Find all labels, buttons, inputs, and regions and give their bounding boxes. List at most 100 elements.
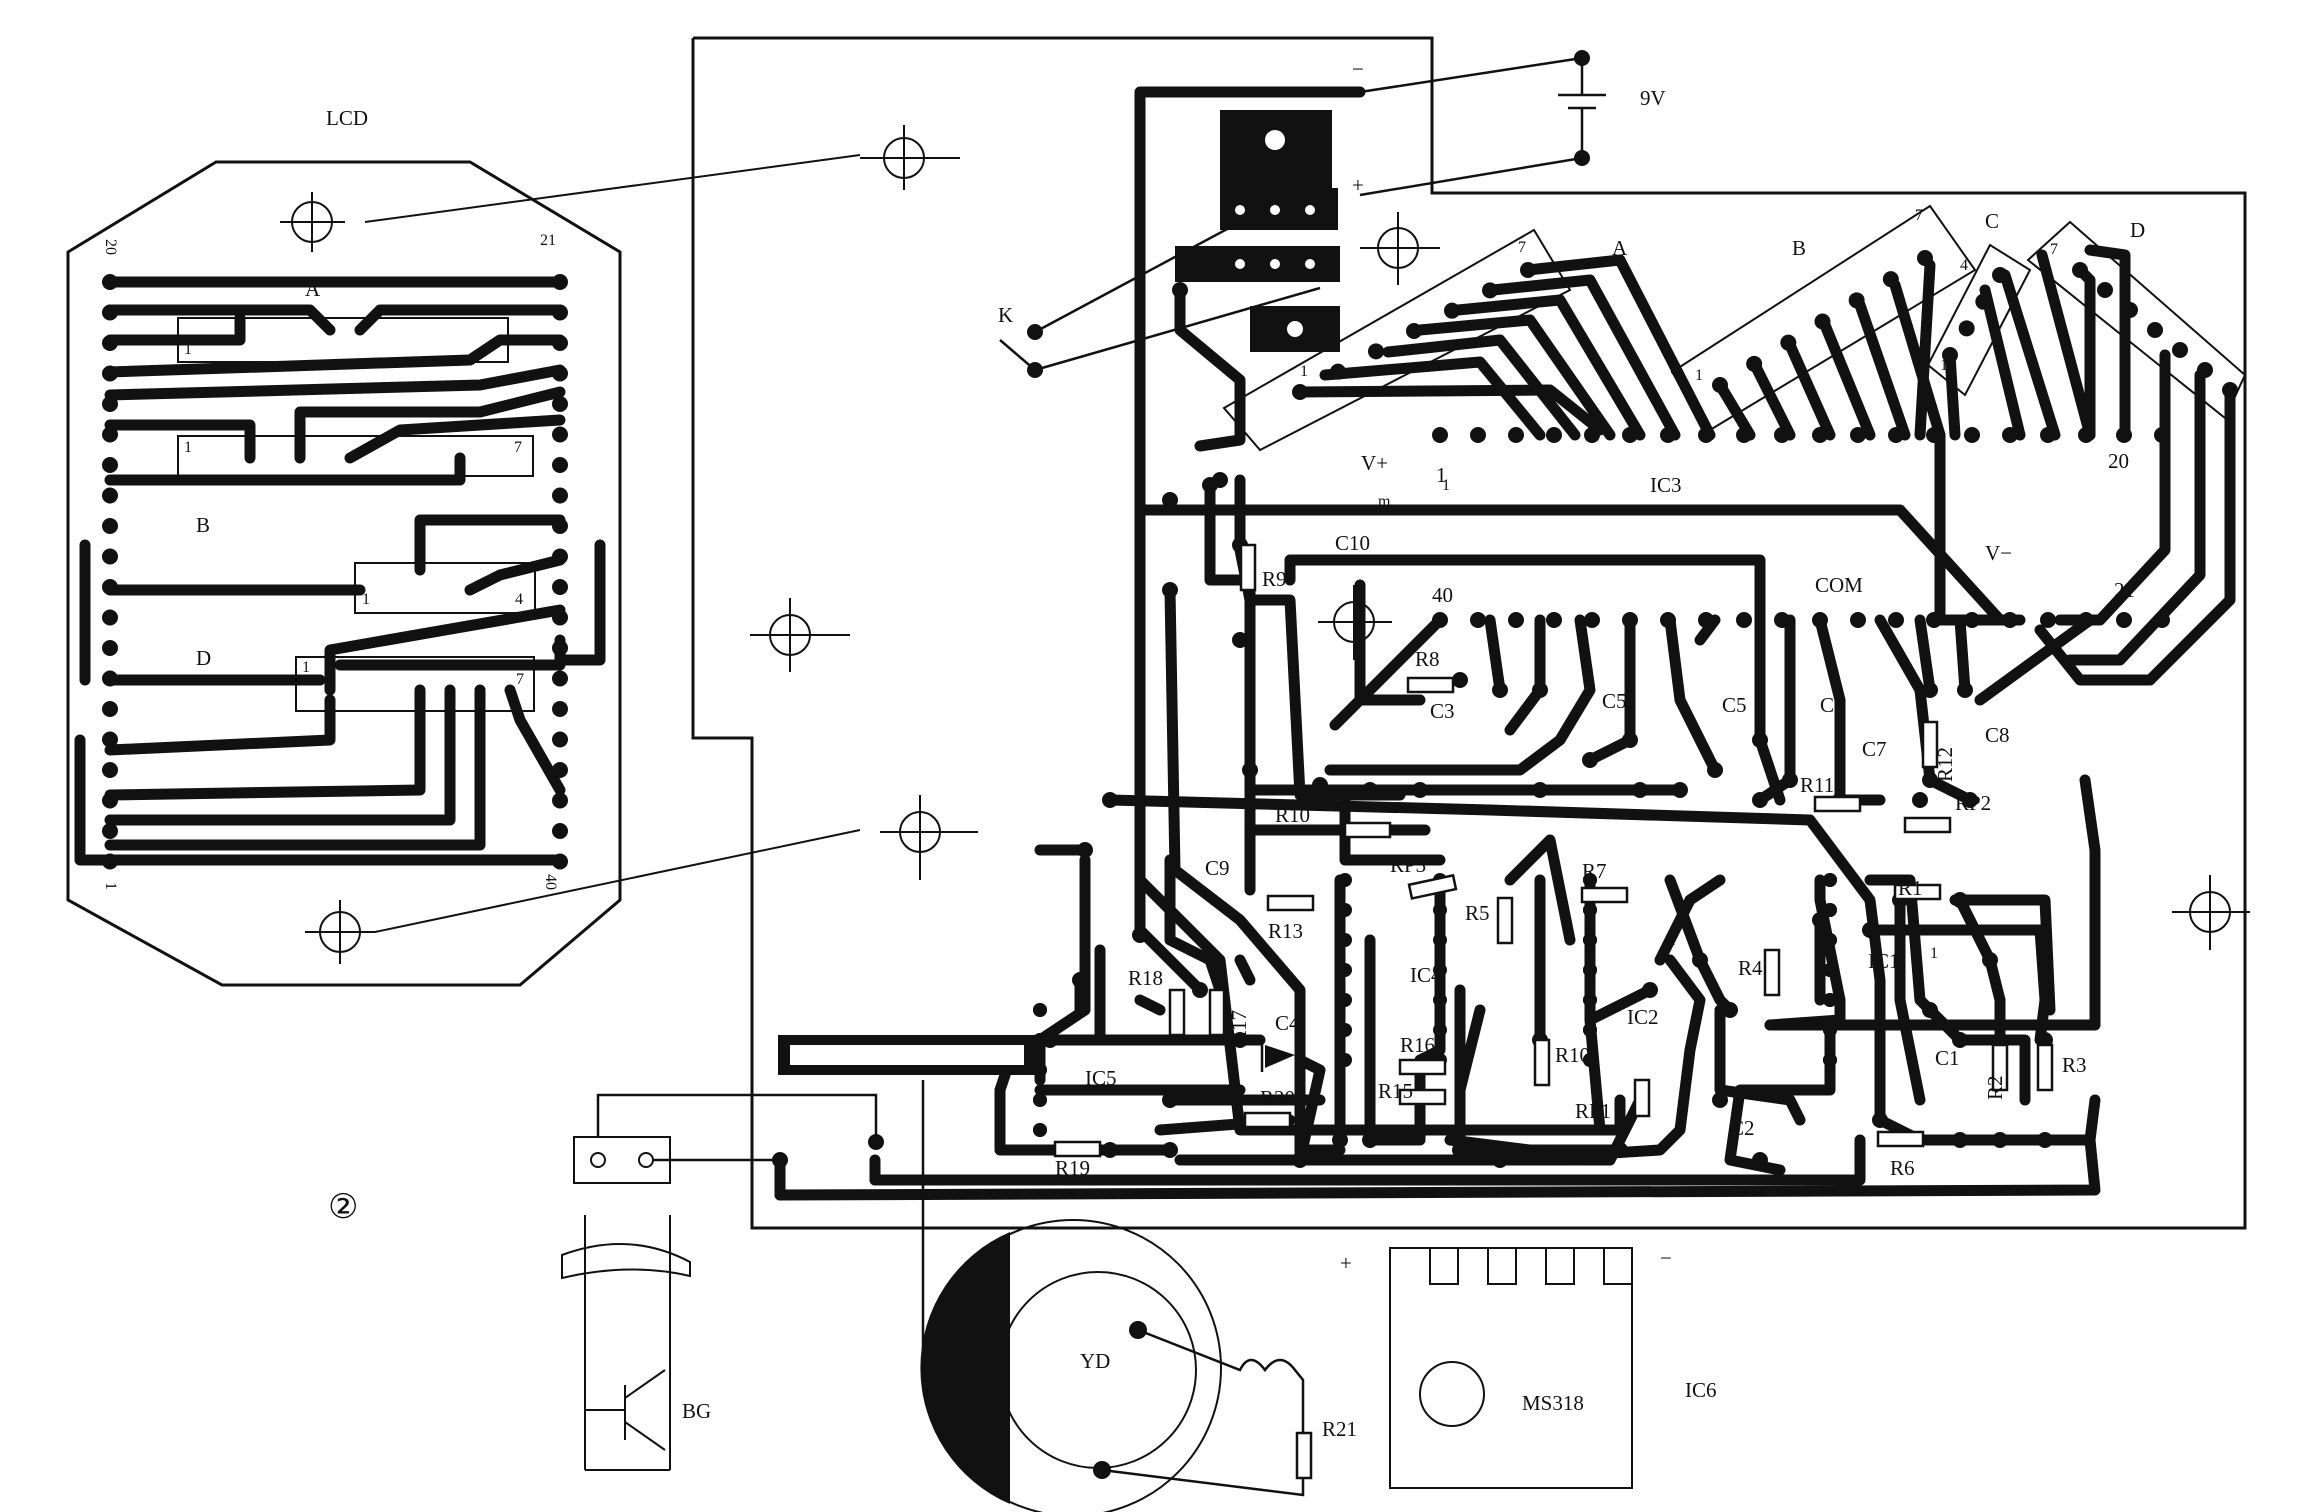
connector-pad [1814,313,1831,330]
r18-body [1168,988,1186,1037]
ic4-pad [1433,933,1447,947]
ic4-pad [1433,1023,1447,1037]
battery-9v: 9V − + [1352,50,1666,197]
component-pad [1332,1132,1348,1148]
component-pad [1192,982,1208,998]
component-pad [1912,792,1928,808]
connector-pad [1975,293,1992,310]
connector-pad [2122,302,2138,318]
conn-a-pin7: 7 [1518,239,1526,256]
label-c2: C2 [1730,1116,1755,1140]
net-vminus: V− [1985,541,2012,565]
lcd-traces [74,276,606,866]
component-pad [1862,922,1878,938]
lcd-pad-left [102,823,118,839]
r15-body [1398,1088,1447,1106]
ic3-pad-bottom [1888,612,1904,628]
connector-b: B [1792,236,1806,260]
component-pad [1292,1152,1308,1168]
figure-number: ② [328,1189,358,1226]
r11-body [1813,795,1862,813]
connector-d-outline [2026,220,2247,420]
label-c5a: C5 [1602,689,1627,713]
component-pad [1752,732,1768,748]
component-pad [1642,982,1658,998]
lcd-pad-left [102,670,118,687]
lcd-pin-20: 20 [102,239,119,255]
component-pad [1162,582,1178,598]
lcd-pad-right [552,670,568,687]
lcd-pad-right [552,426,568,443]
connector-pad [1292,384,1308,400]
main-traces [774,86,2236,1201]
label-r20: R20 [1260,1086,1295,1110]
ic3-pad-bottom [2116,612,2132,628]
main-board-outline [691,36,2247,1230]
ms318-minus: − [1660,1246,1672,1270]
lcd-pad-right [552,518,568,534]
battery-minus: − [1352,57,1364,81]
lcd-board-outline [66,160,622,987]
ic1-pad [1823,903,1837,917]
r1-body [1893,883,1942,901]
component-pad [1722,1002,1738,1018]
label-ic1: IC1 [1868,949,1900,973]
lcd-pad-left [102,609,118,626]
ic1-pin1: 1 [1930,945,1938,962]
component-pad [1632,782,1648,798]
connector-pad [1848,292,1865,309]
r12-body [1921,720,1939,769]
connector-pad [1942,347,1958,363]
component-pad [1922,682,1938,698]
connector-pad [2097,282,2113,298]
label-r3: R3 [2062,1053,2087,1077]
ic3-pad-top [2116,427,2132,443]
r19-body [1053,1140,1102,1158]
lcd-pad-left [102,365,118,382]
lcd-pin-21: 21 [540,232,556,249]
antenna-bar-inner [790,1045,1024,1065]
off-board: BG ② YD R21 MS318 IC6 + − [328,1080,1717,1512]
lcd-seg-d-pin7: 7 [516,671,524,688]
lcd-pad-left [102,731,118,748]
ic3-pad-bottom [1432,612,1448,628]
lcd-pin-1: 1 [102,882,119,890]
component-pad [1232,1032,1248,1048]
component-pad [1982,952,1998,968]
connector-pad [1882,271,1899,288]
label-ic5: IC5 [1085,1066,1117,1090]
net-com: COM [1815,573,1863,597]
lcd-pad-right [552,701,568,717]
r5-body [1496,896,1514,945]
lcd-seg-b-pin7: 7 [514,439,522,456]
r3-body [2036,1043,2054,1092]
ic3-label: IC3 [1650,473,1682,497]
ms318-label: MS318 [1522,1391,1584,1415]
lcd-digit-b: B [196,513,210,537]
r9-body [1239,543,1257,592]
mount-hole-lcd-bottom [305,900,375,964]
component-pad [1922,772,1938,788]
component-pad [1957,682,1973,698]
label-r2: R2 [1983,1075,2007,1100]
conn-d-pin7: 7 [2050,241,2058,258]
lcd-pad-right [552,853,568,870]
connector-d: D [2130,218,2145,242]
component-pad [2037,1132,2053,1148]
connector-a: A [1612,236,1628,260]
connector-pad [1712,377,1728,393]
label-c3: C3 [1430,699,1455,723]
mount-hole-6 [2172,875,2250,950]
ic3-pad-bottom [2040,612,2056,628]
ic3-pad-bottom [1470,612,1486,628]
label-c5b: C5 [1722,693,1747,717]
ic4-pad [1338,873,1352,887]
component-pad [1172,282,1188,298]
battery-label: 9V [1640,86,1666,110]
ic3-pad-top [1470,427,1486,443]
r6-body [1876,1130,1925,1148]
lcd-board: LCD 20 21 1 40 A B D 1 7 1 7 1 4 1 7 [66,106,861,987]
component-pad [1072,972,1088,988]
ic3-pad-bottom [1736,612,1752,628]
ic3-pad-top [2078,427,2094,443]
